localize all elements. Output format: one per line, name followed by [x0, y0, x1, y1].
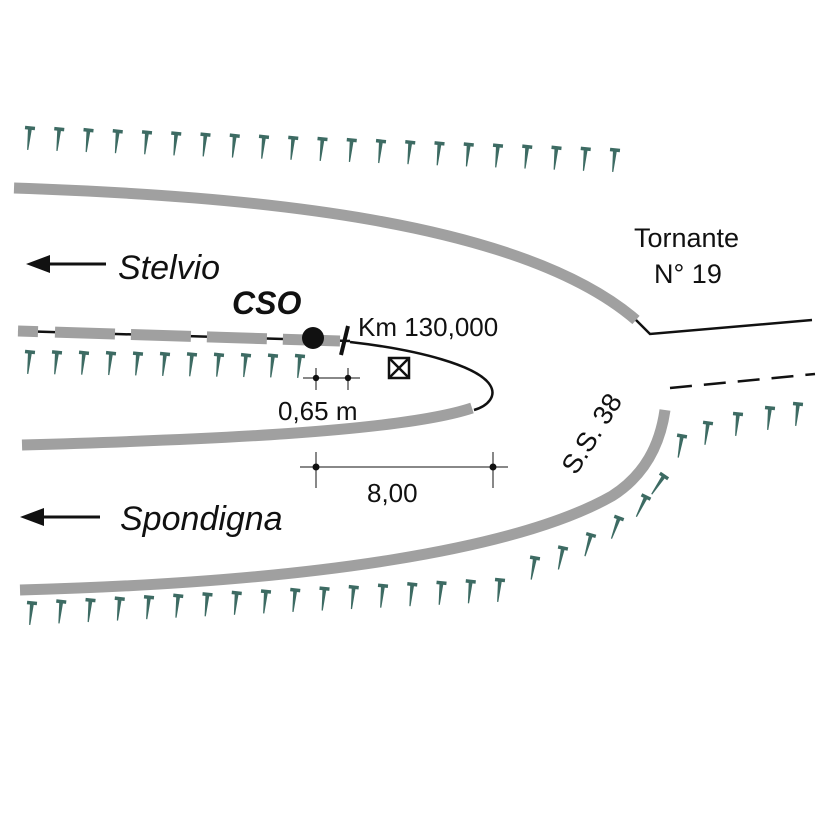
km-marker-tick: [339, 325, 350, 356]
vegetation-tick: [610, 514, 625, 539]
vegetation-tick: [465, 579, 476, 604]
label-spondigna: Spondigna: [120, 500, 283, 538]
dimension-small: [303, 368, 360, 390]
vegetation-tick: [317, 136, 328, 161]
label-dimension-small: 0,65 m: [278, 396, 358, 426]
vegetation-tick: [267, 353, 279, 378]
road-edge-inner-lower: [21, 402, 474, 451]
vegetation-tick: [141, 130, 153, 155]
vegetation-tick: [51, 350, 63, 375]
vegetation-tick: [159, 351, 171, 376]
vegetation-tick: [105, 350, 117, 376]
vegetation-tick: [436, 580, 447, 605]
label-road-ss38: S.S. 38: [556, 388, 628, 479]
label-stelvio: Stelvio: [118, 249, 220, 287]
vegetation-tick: [83, 127, 94, 153]
vegetation-tick: [200, 132, 211, 157]
vegetation-tick: [202, 592, 213, 617]
vegetation-tick: [173, 593, 184, 618]
vegetation-tick: [290, 587, 301, 613]
vegetation-tick: [24, 125, 36, 150]
road-exit-upper: [635, 318, 813, 336]
vegetation-tick: [609, 147, 621, 172]
vegetation-tick: [702, 420, 714, 445]
vegetation-tick: [551, 145, 562, 170]
dimension-large: [300, 452, 508, 488]
vegetation-tick: [186, 352, 198, 377]
road-edge-lower-outer: [19, 409, 671, 596]
road-edge-upper-outer: [13, 182, 640, 325]
hairpin-inner-line: [349, 340, 494, 412]
vegetation-tick: [114, 596, 125, 621]
vegetation-bottom-row: [26, 577, 506, 625]
lane-line-dashed: [17, 325, 341, 347]
vegetation-tick: [529, 555, 541, 580]
vegetation-right-curve: [529, 401, 804, 580]
vegetation-tick: [54, 126, 65, 152]
vegetation-tick: [348, 584, 359, 610]
label-tornante-number: N° 19: [654, 259, 722, 289]
label-km: Km 130,000: [358, 312, 498, 342]
vegetation-tick: [676, 433, 688, 458]
vegetation-tick: [319, 586, 330, 611]
vegetation-tick: [26, 600, 38, 625]
vegetation-tick: [85, 597, 96, 623]
vegetation-tick: [377, 583, 389, 608]
vegetation-tick: [557, 545, 569, 570]
vegetation-tick: [78, 350, 90, 375]
vegetation-tick: [375, 138, 387, 164]
vegetation-tick: [522, 144, 533, 169]
vegetation-tick: [580, 146, 591, 171]
vegetation-tick: [494, 577, 506, 602]
road-exit-lower-dashed: [669, 372, 816, 390]
label-cso: CSO: [232, 285, 301, 321]
label-dimension-large: 8,00: [367, 478, 418, 508]
vegetation-top-row: [24, 125, 621, 172]
vegetation-tick: [240, 352, 252, 378]
vegetation-tick: [258, 134, 270, 159]
vegetation-tick: [213, 352, 225, 377]
vegetation-tick: [143, 594, 155, 620]
vegetation-tick: [635, 493, 652, 518]
vegetation-tick: [231, 590, 242, 615]
vegetation-middle-row: [24, 349, 306, 378]
vegetation-tick: [132, 351, 144, 376]
vegetation-tick: [434, 141, 445, 166]
boxed-cross-symbol: [387, 356, 411, 380]
vegetation-tick: [492, 143, 504, 168]
vegetation-tick: [294, 353, 306, 378]
arrow-left-icon: [20, 508, 100, 526]
label-tornante: Tornante: [634, 223, 739, 253]
vegetation-tick: [56, 599, 67, 624]
vegetation-tick: [764, 405, 776, 430]
vegetation-tick: [229, 133, 240, 158]
vegetation-tick: [171, 131, 182, 156]
vegetation-tick: [463, 142, 474, 167]
cso-station-point: [302, 327, 324, 349]
vegetation-tick: [792, 401, 804, 426]
vegetation-tick: [651, 471, 670, 495]
vegetation-tick: [584, 531, 597, 557]
arrow-left-icon: [26, 255, 106, 273]
vegetation-tick: [407, 582, 418, 607]
vegetation-tick: [405, 140, 416, 165]
vegetation-tick: [346, 137, 357, 163]
vegetation-tick: [24, 349, 36, 374]
vegetation-tick: [732, 411, 744, 436]
vegetation-tick: [112, 129, 123, 154]
vegetation-tick: [260, 589, 272, 614]
vegetation-tick: [288, 135, 299, 160]
